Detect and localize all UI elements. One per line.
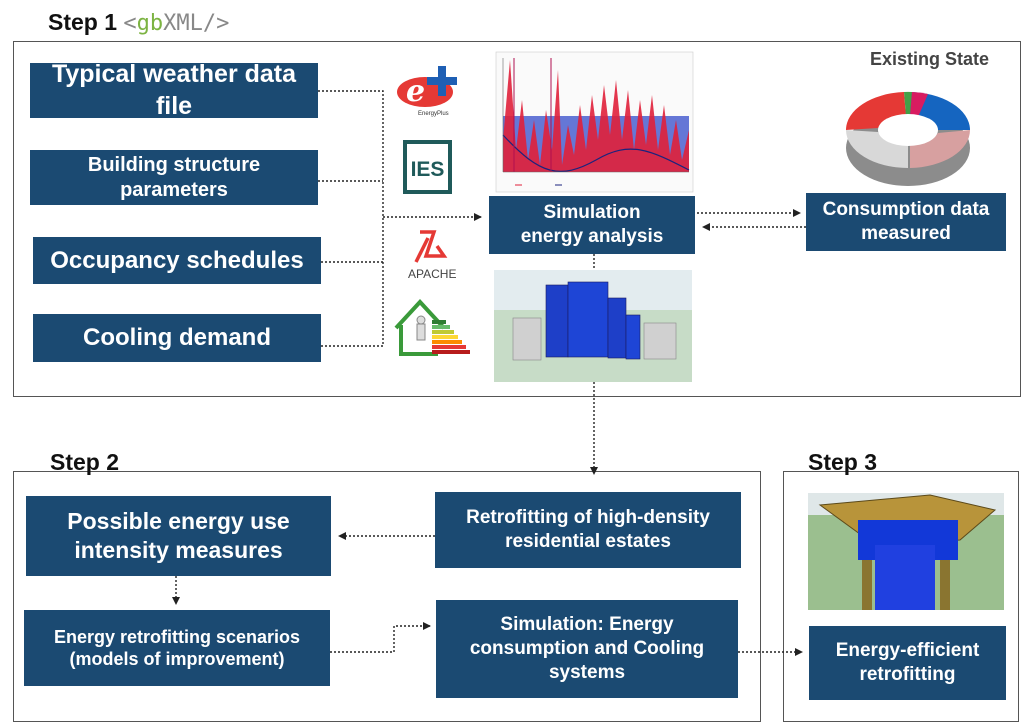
gbxml-lt: < <box>123 11 137 36</box>
existing-state-title: Existing State <box>870 49 990 69</box>
retrofitting-estates-box: Retrofitting of high-density residential… <box>435 492 741 568</box>
building-structure-box: Building structure parameters <box>30 150 318 205</box>
simulation-line1: Simulation <box>543 202 641 224</box>
intensity-line1: Possible energy use <box>67 508 290 535</box>
simulation-chart-thumbnail <box>495 51 694 193</box>
sim-cooling-line1: Simulation: Energy <box>500 614 674 636</box>
step2-connectors <box>172 532 803 656</box>
step1-connectors <box>318 90 806 475</box>
scenarios-line1: Energy retrofitting scenarios <box>53 626 301 647</box>
sim-cooling-line2: consumption and Cooling <box>469 638 705 660</box>
weather-data-text: Typical weather data file <box>51 60 297 120</box>
step1-title: Step 1 <gbXML/> <box>48 9 229 36</box>
result-line1: Energy-efficient <box>835 640 980 662</box>
scenarios-box: Energy retrofitting scenarios (models of… <box>24 610 330 686</box>
step2-label: Step 2 <box>50 449 120 475</box>
result-line2: retrofitting <box>859 664 956 685</box>
building-model-image <box>494 270 692 382</box>
apache-logo: APACHE <box>408 230 456 281</box>
ies-text: IES <box>411 158 445 181</box>
ies-logo: IES <box>403 140 452 194</box>
simulation-box: Simulation energy analysis <box>489 196 695 254</box>
consumption-line1: Consumption data <box>822 199 990 221</box>
building-structure-text: Building structure parameters <box>87 153 261 201</box>
consumption-box: Consumption data measured <box>806 193 1006 251</box>
occupancy-text: Occupancy schedules <box>50 246 304 274</box>
retrofitted-building-image <box>808 493 1004 610</box>
gbxml-rest: XML/> <box>163 11 230 36</box>
retrofitting-line2: residential estates <box>505 531 671 552</box>
energy-efficient-box: Energy-efficient retrofitting <box>809 626 1006 700</box>
retrofitting-line1: Retrofitting of high-density <box>466 507 710 529</box>
existing-state-donut <box>845 91 970 186</box>
cooling-demand-text: Cooling demand <box>83 324 271 351</box>
energyplus-logo: e EnergyPlus <box>397 66 457 117</box>
step1-label: Step 1 <box>48 9 118 35</box>
intensity-line2: intensity measures <box>74 537 283 563</box>
weather-data-box: Typical weather data file <box>30 60 318 120</box>
apache-text: APACHE <box>408 267 456 281</box>
svg-text:e: e <box>406 74 425 109</box>
gbxml-gb: gb <box>136 11 164 36</box>
sim-cooling-line3: systems <box>548 661 626 683</box>
occupancy-box: Occupancy schedules <box>33 237 321 284</box>
gbxml-logo: <gbXML/> <box>123 11 229 36</box>
intensity-measures-box: Possible energy use intensity measures <box>26 496 331 576</box>
svg-text:EnergyPlus: EnergyPlus <box>418 111 449 117</box>
cooling-demand-box: Cooling demand <box>33 314 321 362</box>
energy-rating-icon <box>394 299 470 356</box>
consumption-line2: measured <box>861 223 951 244</box>
step3-label: Step 3 <box>808 449 878 475</box>
simulation-cooling-box: Simulation: Energy consumption and Cooli… <box>436 600 738 698</box>
scenarios-line2: (models of improvement) <box>69 649 285 669</box>
simulation-line2: energy analysis <box>520 226 664 247</box>
